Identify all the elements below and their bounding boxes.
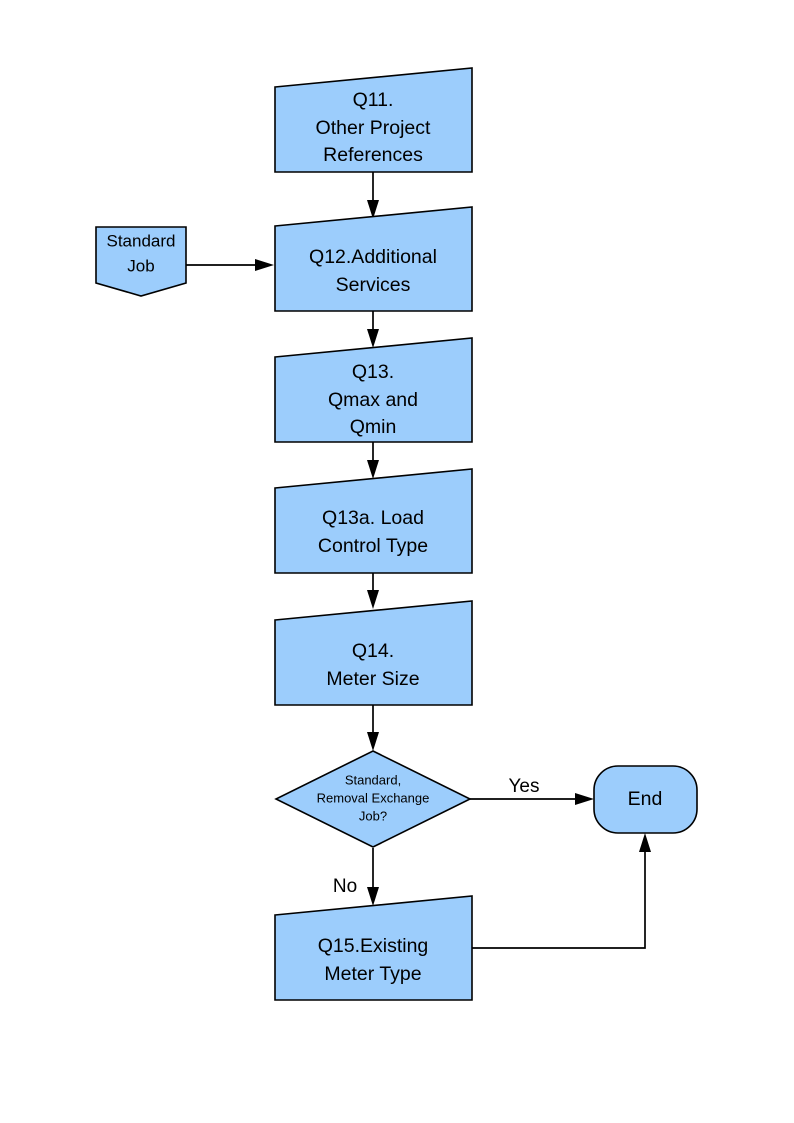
node-q11-line-2: Other Project	[316, 117, 431, 139]
node-q12[interactable]: Q12.Additional Services	[274, 206, 473, 312]
edge-q13a-to-q14	[367, 573, 379, 609]
edge-q12-to-q13	[367, 311, 379, 348]
edge-decision-yes-to-end	[470, 793, 594, 805]
node-decision-line-2: Removal Exchange	[317, 790, 430, 805]
node-q11-line-1: Q11.	[353, 89, 394, 111]
node-standard-job-line-1: Standard	[107, 231, 176, 250]
edge-decision-no-to-q15	[367, 848, 379, 906]
node-standard-job[interactable]: Standard Job	[95, 226, 187, 297]
node-q14-line-1: Q14.	[352, 640, 394, 662]
edge-label-no: No	[333, 876, 357, 897]
node-end-label: End	[628, 788, 663, 810]
node-standard-job-line-2: Job	[127, 256, 154, 275]
node-q13[interactable]: Q13. Qmax and Qmin	[274, 337, 473, 443]
node-q14[interactable]: Q14. Meter Size	[274, 600, 473, 706]
node-q12-line-1: Q12.Additional	[309, 246, 437, 268]
node-decision-line-3: Job?	[359, 808, 387, 823]
edge-standardjob-to-q12	[186, 259, 274, 271]
edge-q15-to-end	[472, 833, 651, 949]
node-q11[interactable]: Q11. Other Project References	[274, 67, 473, 173]
node-q13a-line-1: Q13a. Load	[322, 507, 424, 529]
node-q13-line-2: Qmax and	[328, 389, 418, 411]
node-q11-line-3: References	[323, 144, 423, 166]
edge-q14-to-decision	[367, 705, 379, 751]
node-q14-line-2: Meter Size	[326, 668, 419, 690]
node-q13a-line-2: Control Type	[318, 535, 428, 557]
node-decision-line-1: Standard,	[345, 772, 401, 787]
edge-q13-to-q13a	[367, 442, 379, 479]
node-q13a[interactable]: Q13a. Load Control Type	[274, 468, 473, 574]
node-q15[interactable]: Q15.Existing Meter Type	[274, 895, 473, 1001]
node-q15-line-1: Q15.Existing	[318, 935, 429, 957]
node-q12-line-2: Services	[336, 274, 411, 296]
node-q13-line-3: Qmin	[350, 416, 397, 438]
node-q13-line-1: Q13.	[352, 361, 394, 383]
node-decision-standard-removal-exchange-job[interactable]: Standard, Removal Exchange Job?	[274, 750, 472, 848]
node-end[interactable]: End	[593, 765, 698, 834]
edge-q11-to-q12	[367, 172, 379, 219]
node-q15-line-2: Meter Type	[324, 963, 421, 985]
edge-label-yes: Yes	[509, 776, 540, 797]
